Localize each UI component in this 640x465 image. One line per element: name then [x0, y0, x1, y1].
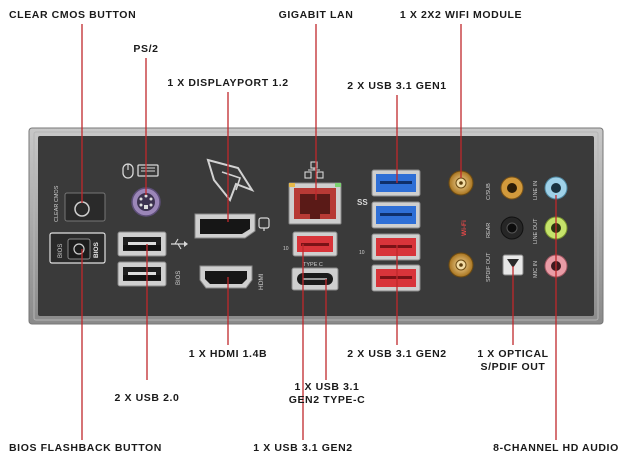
panel-ss10-lower-text: 10 [359, 250, 365, 256]
label-ps2: PS/2 [133, 43, 159, 55]
wifi-antenna-lower [448, 252, 474, 278]
usb20-port-upper [117, 231, 167, 257]
label-optical: 1 X OPTICAL [477, 348, 549, 360]
label-usb20: 2 X USB 2.0 [114, 392, 180, 404]
label-wifi-module: 1 X 2X2 WIFI MODULE [399, 9, 523, 21]
svg-text:SS: SS [357, 198, 368, 207]
label-type-c-line2: GEN2 TYPE-C [288, 394, 366, 406]
panel-bios-left-text: BIOS [58, 244, 64, 258]
usb20-port-lower [117, 261, 167, 287]
ps2-port [131, 187, 161, 217]
displayport-port [194, 213, 256, 239]
audio-jack-c-sub [500, 176, 524, 200]
panel-line-in-text: LINE IN [533, 181, 539, 200]
hdmi-port [199, 265, 253, 289]
usb-icon [171, 238, 188, 250]
bios-flashback-button [49, 232, 106, 264]
mouse-icon [122, 163, 134, 179]
label-hd-audio: 8-CHANNEL HD AUDIO [493, 442, 619, 454]
panel-wifi-text: Wi-Fi [461, 220, 468, 236]
label-usb31-gen2-single: 1 X USB 3.1 GEN2 [253, 442, 353, 454]
network-icon [304, 161, 324, 179]
audio-jack-rear [500, 216, 524, 240]
panel-spdif-out-text: SPDIF OUT [486, 252, 492, 282]
panel-rear-text: REAR [486, 223, 492, 238]
panel-bios-right-text: BIOS [176, 271, 182, 285]
usb31-gen2-port-upper [371, 233, 421, 261]
panel-hdmi-text: HDMI [258, 273, 265, 290]
wifi-antenna-upper [448, 170, 474, 196]
displayport-icon [258, 217, 270, 231]
optical-spdif-port [502, 254, 524, 276]
panel-ss10-upper-text: 10 [283, 246, 289, 252]
panel-bios-button-text: BIOS [93, 241, 100, 258]
label-type-c-line1: 1 X USB 3.1 [294, 381, 360, 393]
label-usb31-gen2-pair: 2 X USB 3.1 GEN2 [347, 348, 447, 360]
label-displayport: 1 X DISPLAYPORT 1.2 [167, 77, 289, 89]
clear-cmos-button [64, 192, 106, 222]
panel-c-sub-text: C/SUB [486, 183, 492, 200]
usb31-gen1-port-lower [371, 201, 421, 229]
label-hdmi: 1 X HDMI 1.4B [188, 348, 268, 360]
label-usb31-gen1: 2 X USB 3.1 GEN1 [347, 80, 447, 92]
lan-port [288, 182, 342, 225]
panel-line-out-text: LINE OUT [533, 218, 539, 244]
panel-clear-cmos-text: CLEAR CMOS [54, 185, 60, 222]
usb31-gen2-port-lower [371, 264, 421, 292]
usb31-gen2-port-single [292, 231, 338, 257]
label-bios-flashback: BIOS FLASHBACK BUTTON [9, 442, 162, 454]
usb31-type-c-port [291, 267, 339, 291]
leader-lines [81, 24, 557, 440]
label-spdif-out: S/PDIF OUT [480, 361, 546, 373]
panel-mic-in-text: MIC IN [533, 261, 539, 278]
usb31-gen1-port-upper [371, 169, 421, 197]
label-clear-cmos-button: CLEAR CMOS BUTTON [9, 9, 137, 21]
superspeed-icon: SS [357, 198, 368, 207]
panel-type-c-text: TYPE C [303, 262, 323, 268]
keyboard-icon [137, 164, 159, 177]
label-gigabit-lan: GIGABIT LAN [278, 9, 354, 21]
